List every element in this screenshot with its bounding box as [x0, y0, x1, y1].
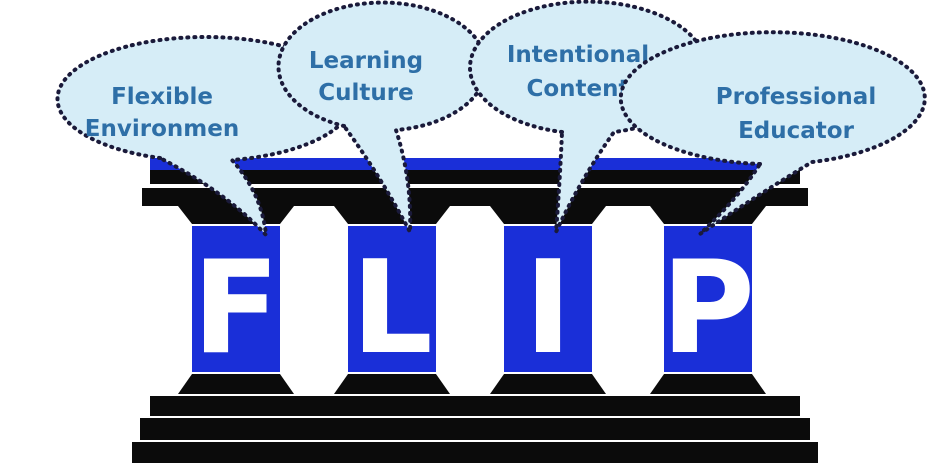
bubble-learning-culture: Learning Culture [276, 0, 489, 240]
pillar-capital [178, 206, 294, 224]
bubble-shape [276, 0, 489, 240]
bubble-line-2: Environmen [85, 116, 239, 142]
pillar-shaft [504, 226, 592, 372]
pillar-letter: P [661, 234, 755, 383]
pillar-base [178, 374, 294, 394]
pillar-base [334, 374, 450, 394]
bubble-line-2: Content [526, 76, 629, 102]
pillar-p: P [650, 206, 766, 394]
pillar-base [650, 374, 766, 394]
roof-top-band [150, 158, 800, 170]
bubble-line-1: Learning [309, 48, 423, 74]
pillar-capital [650, 206, 766, 224]
pillar-capital [490, 206, 606, 224]
bubble-line-2: Culture [318, 80, 413, 106]
bubble-shape [468, 0, 708, 233]
pillar-f: F [178, 206, 294, 394]
pillar-shaft [664, 226, 752, 372]
pillar-l: L [334, 206, 450, 394]
roof-lower-band [142, 188, 808, 206]
bubble-line-1: Professional [716, 84, 876, 110]
bubble-shape [618, 30, 927, 236]
entablature [142, 158, 808, 206]
pillar-shaft [348, 226, 436, 372]
step-bottom [132, 442, 818, 463]
pillar-shaft [192, 226, 280, 372]
bubble-line-2: Educator [738, 118, 854, 144]
step-middle [140, 418, 810, 440]
bubble-intentional-content: Intentional Content [468, 0, 708, 233]
pillar-base [490, 374, 606, 394]
bubble-line-1: Intentional [507, 42, 649, 68]
steps [132, 396, 818, 463]
pillar-capital [334, 206, 450, 224]
pillar-i: I [490, 206, 606, 394]
pillar-letter: F [192, 234, 279, 383]
step-top [150, 396, 800, 416]
bubble-professional-educator: Professional Educator [618, 30, 927, 236]
bubble-line-1: Flexible [111, 84, 213, 110]
pillar-letter: L [351, 234, 433, 383]
roof-dark-band [150, 170, 800, 184]
pillar-letter: I [524, 234, 572, 383]
